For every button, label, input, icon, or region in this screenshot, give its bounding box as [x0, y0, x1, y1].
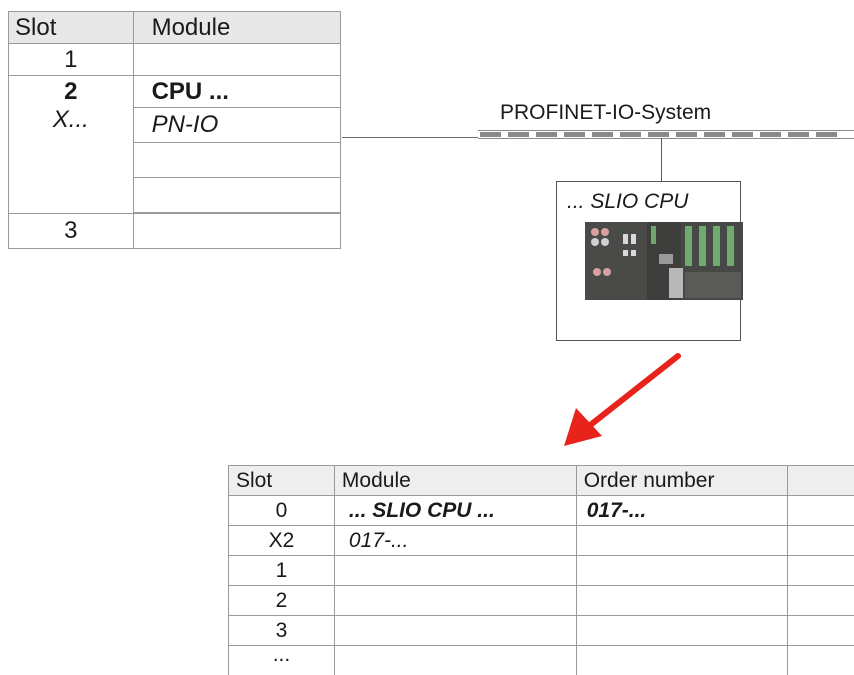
- slio-cpu-device[interactable]: ... SLIO CPU: [556, 181, 741, 341]
- extra-cell: [787, 496, 854, 526]
- bus-segment: [760, 132, 781, 137]
- order-cell: [576, 526, 787, 556]
- table-row[interactable]: 3: [229, 616, 854, 646]
- bus-segment: [648, 132, 669, 137]
- order-cell: 017-...: [576, 496, 787, 526]
- extra-cell: [787, 526, 854, 556]
- device-label: ... SLIO CPU: [567, 190, 688, 214]
- order-cell: [576, 586, 787, 616]
- module-header: Module: [133, 12, 340, 44]
- bus-segment: [564, 132, 585, 137]
- bus-segment: [732, 132, 753, 137]
- bus-segment: [704, 132, 725, 137]
- empty-module-cell: [133, 178, 340, 213]
- module-cell: [133, 214, 340, 249]
- order-number-header: Order number: [576, 466, 787, 496]
- extra-cell: [787, 586, 854, 616]
- bus-segment: [816, 132, 837, 137]
- table-row-slot-1[interactable]: 1: [9, 44, 341, 76]
- bus-segment: [508, 132, 529, 137]
- module-cell: [334, 616, 576, 646]
- module-cell: 017-...: [334, 526, 576, 556]
- arrow-down-left-icon: [556, 350, 686, 450]
- device-connector-line: [661, 138, 662, 181]
- table-header-row: Slot Module: [9, 12, 341, 44]
- module-header: Module: [334, 466, 576, 496]
- module-cell: [133, 44, 340, 76]
- slot-cell: 1: [9, 44, 134, 76]
- profinet-bus[interactable]: [478, 130, 854, 139]
- module-cell: [334, 646, 576, 675]
- table-row[interactable]: X2 017-...: [229, 526, 854, 556]
- order-cell: [576, 616, 787, 646]
- table-header-row: Slot Module Order number: [229, 466, 854, 496]
- profinet-bus-label: PROFINET-IO-System: [500, 101, 711, 125]
- table-row[interactable]: 2: [229, 586, 854, 616]
- bus-segment: [592, 132, 613, 137]
- slot-number: 2: [9, 78, 133, 106]
- bus-segment: [788, 132, 809, 137]
- module-cell: ... SLIO CPU ...: [334, 496, 576, 526]
- device-detail-table: Slot Module Order number 0 ... SLIO CPU …: [228, 465, 854, 675]
- slot-cell: 1: [229, 556, 335, 586]
- table-row-slot-2[interactable]: 2 X... CPU ...: [9, 76, 341, 108]
- slot-cell: ...: [229, 646, 335, 675]
- empty-module-cell: [133, 143, 340, 178]
- extra-cell: [787, 556, 854, 586]
- extra-cell: [787, 646, 854, 675]
- bus-segment: [480, 132, 501, 137]
- slot-cell: 2: [229, 586, 335, 616]
- order-cell: [576, 556, 787, 586]
- module-cell-cpu: CPU ...: [133, 76, 340, 108]
- slio-cpu-hardware-image: [585, 220, 743, 302]
- slot-header: Slot: [229, 466, 335, 496]
- bus-segment: [620, 132, 641, 137]
- table-row[interactable]: 0 ... SLIO CPU ... 017-...: [229, 496, 854, 526]
- slot-module-table: Slot Module 1 2 X... CPU ... PN-IO 3: [8, 11, 341, 249]
- slot-header: Slot: [9, 12, 134, 44]
- bus-segment: [676, 132, 697, 137]
- bus-segment: [536, 132, 557, 137]
- extra-header: [787, 466, 854, 496]
- slot-cell: 3: [229, 616, 335, 646]
- order-cell: [576, 646, 787, 675]
- slot-cell: X2: [229, 526, 335, 556]
- table-row-slot-3[interactable]: 3: [9, 214, 341, 249]
- extra-cell: [787, 616, 854, 646]
- module-cell: [334, 586, 576, 616]
- slot-cell: 3: [9, 214, 134, 249]
- table-row[interactable]: 1: [229, 556, 854, 586]
- slot-cell: 2 X...: [9, 76, 134, 214]
- module-cell: [334, 556, 576, 586]
- sub-slot: X...: [9, 106, 133, 134]
- module-cell-pn-io: PN-IO: [133, 108, 340, 143]
- slot-cell: 0: [229, 496, 335, 526]
- table-row[interactable]: ...: [229, 646, 854, 675]
